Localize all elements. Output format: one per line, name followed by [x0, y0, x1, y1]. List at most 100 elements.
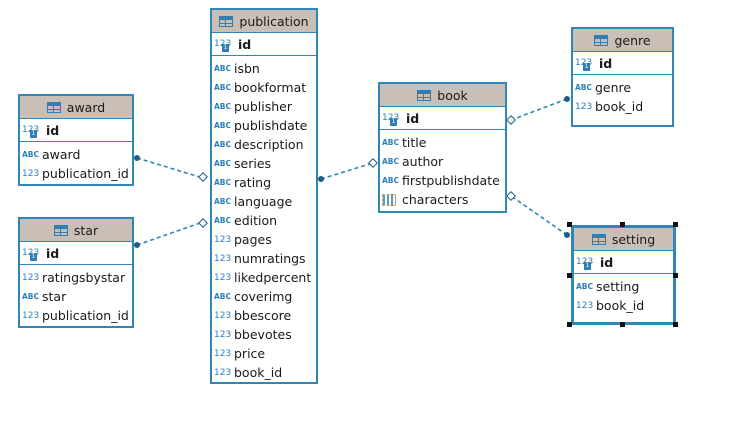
connector-end-diamond [506, 191, 516, 201]
connector-end-dot [134, 242, 140, 248]
array-type-icon [382, 193, 396, 206]
connector-end-diamond [198, 172, 208, 182]
column-name: title [402, 135, 427, 150]
column-name: genre [595, 80, 632, 95]
text-type-icon: ABC [214, 292, 232, 301]
text-type-icon: ABC [214, 159, 232, 168]
selection-handle[interactable] [567, 222, 572, 227]
column-name: numratings [234, 251, 306, 266]
primary-key-icon: 123 [382, 113, 402, 126]
text-type-icon: ABC [382, 138, 400, 147]
column-name: price [234, 346, 266, 361]
text-type-icon: ABC [382, 157, 400, 166]
entity-publication[interactable]: publication 123 id ABCisbnABCbookformatA… [210, 8, 318, 384]
text-type-icon: ABC [576, 282, 594, 291]
connector-setting-book[interactable] [510, 195, 568, 236]
selection-handle[interactable] [673, 222, 678, 227]
selection-handle[interactable] [673, 322, 678, 327]
entity-header[interactable]: genre [573, 29, 672, 52]
entity-header[interactable]: publication [212, 10, 316, 33]
selection-handle[interactable] [567, 273, 572, 278]
entity-star[interactable]: star 123 id 123ratingsbystarABCstar123pu… [18, 217, 134, 328]
entity-header[interactable]: book [380, 84, 505, 107]
text-type-icon: ABC [214, 121, 232, 130]
text-type-icon: ABC [22, 292, 40, 301]
entity-header[interactable]: setting [574, 228, 673, 251]
column-name: ratingsbystar [42, 270, 126, 285]
primary-key-row[interactable]: 123 id [20, 119, 132, 142]
entity-header[interactable]: award [20, 96, 132, 119]
numeric-type-icon: 123 [214, 310, 232, 321]
connector-end-dot [564, 96, 570, 102]
selection-handle[interactable] [620, 322, 625, 327]
connector-genre-book[interactable] [510, 98, 568, 121]
primary-key-row[interactable]: 123 id [212, 33, 316, 56]
column-name: publishdate [234, 118, 308, 133]
column-name: author [402, 154, 444, 169]
numeric-type-icon: 123 [214, 367, 232, 378]
column-name: bbescore [234, 308, 292, 323]
connector-publication-book[interactable] [320, 162, 374, 180]
connector-award-publication[interactable] [136, 157, 204, 179]
selection-handle[interactable] [567, 322, 572, 327]
primary-key-row[interactable]: 123 id [574, 251, 673, 274]
primary-key-row[interactable]: 123 id [20, 242, 132, 265]
numeric-type-icon: 123 [22, 272, 40, 283]
primary-key-row[interactable]: 123 id [380, 107, 505, 130]
entity-title: star [73, 222, 99, 238]
connector-star-publication[interactable] [136, 221, 204, 246]
text-type-icon: ABC [214, 140, 232, 149]
entity-header[interactable]: star [20, 219, 132, 242]
column-name: isbn [234, 61, 260, 76]
primary-key-name: id [599, 55, 613, 71]
text-type-icon: ABC [575, 83, 593, 92]
primary-key-name: id [238, 36, 252, 52]
selection-handle[interactable] [620, 222, 625, 227]
column-row[interactable]: characters [380, 190, 505, 209]
numeric-type-icon: 123 [214, 329, 232, 340]
entity-book[interactable]: book 123 id ABCtitleABCauthorABCfirstpub… [378, 82, 507, 213]
entity-title: genre [614, 32, 651, 48]
selection-handle[interactable] [673, 273, 678, 278]
table-icon [417, 89, 432, 101]
primary-key-row[interactable]: 123 id [573, 52, 672, 75]
table-icon [46, 101, 61, 113]
